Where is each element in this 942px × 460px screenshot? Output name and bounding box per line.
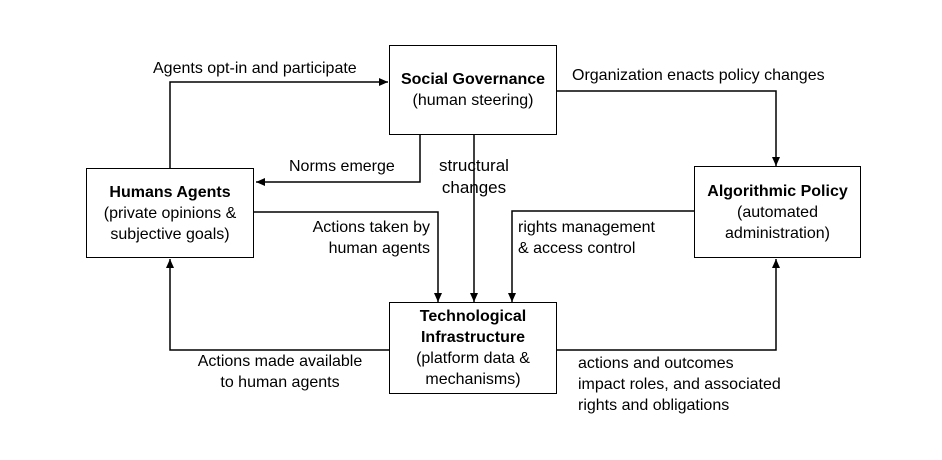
edge-label-structural-changes: structural changes [425, 155, 523, 199]
label-line: changes [441, 178, 507, 197]
node-subtitle-line: mechanisms) [425, 371, 521, 388]
node-subtitle-line: (platform data & [416, 350, 530, 367]
label-line: impact roles, and associated [578, 376, 781, 393]
arrow-infrastructure-to-policy [556, 259, 780, 351]
edge-label-norms-emerge: Norms emerge [289, 158, 395, 175]
arrow-humans-to-infrastructure [253, 211, 442, 302]
edge-label-rights-management: rights management & access control [518, 217, 655, 259]
label-line: human agents [328, 240, 430, 257]
edge-label-actions-taken: Actions taken by human agents [282, 217, 430, 259]
edge-label-enacts-policy: Organization enacts policy changes [572, 67, 825, 84]
node-subtitle-line: (private opinions & [103, 204, 237, 222]
edge-label-actions-available: Actions made available to human agents [180, 351, 380, 393]
label-line: Actions taken by [312, 219, 430, 236]
node-title: Humans Agents [109, 183, 231, 201]
label-line: Actions made available [197, 353, 363, 370]
arrow-policy-to-infrastructure [508, 210, 694, 302]
arrow-infrastructure-to-humans [166, 259, 389, 351]
arrow-governance-to-policy [556, 90, 780, 166]
label-line: structural [439, 156, 509, 175]
label-line: actions and outcomes [578, 355, 734, 372]
node-title: Social Governance [400, 71, 546, 88]
node-title: Algorithmic Policy [707, 182, 848, 200]
node-subtitle-line: (automated [737, 203, 818, 221]
social-governance-node: Social Governance (human steering) [389, 45, 557, 135]
node-subtitle: (human steering) [412, 92, 534, 109]
edge-label-opt-in: Agents opt-in and participate [153, 60, 357, 77]
node-title-line: Technological [419, 308, 527, 325]
technological-infrastructure-node: Technological Infrastructure (platform d… [389, 302, 557, 394]
node-subtitle-line: subjective goals) [110, 225, 230, 243]
label-line: & access control [518, 240, 636, 257]
node-subtitle-line: administration) [725, 224, 830, 242]
arrow-humans-to-governance [169, 78, 388, 168]
label-line: to human agents [220, 374, 340, 391]
algorithmic-policy-node: Algorithmic Policy (automated administra… [694, 166, 861, 258]
label-line: rights management [518, 219, 655, 236]
edge-label-outcomes-impact: actions and outcomes impact roles, and a… [578, 353, 781, 416]
humans-agents-node: Humans Agents (private opinions & subjec… [86, 168, 254, 258]
node-title-line: Infrastructure [420, 329, 526, 346]
label-line: rights and obligations [578, 397, 730, 414]
arrow-governance-to-humans [256, 134, 421, 186]
